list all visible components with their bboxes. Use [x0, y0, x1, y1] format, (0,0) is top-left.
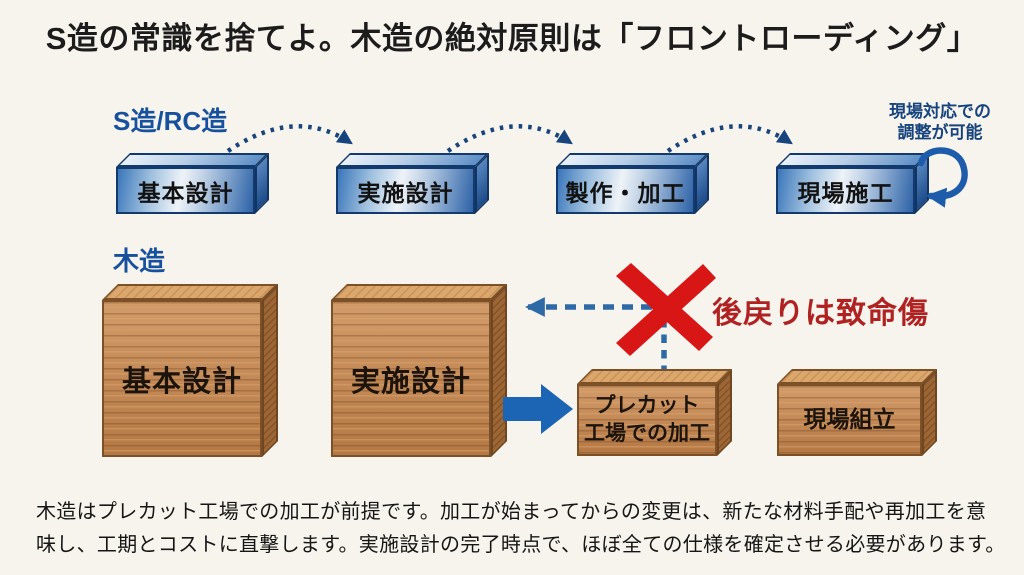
footer-explanation: 木造はプレカット工場での加工が前提です。加工が始まってからの変更は、新たな材料手…	[36, 496, 1006, 562]
flow-arc-1	[226, 124, 353, 153]
wood-box-label: 現場組立	[803, 406, 896, 433]
wood-section-label: 木造	[113, 246, 166, 276]
box-top-face	[336, 153, 489, 167]
box-side-face	[262, 284, 278, 457]
box-top-face	[331, 284, 507, 300]
box-side-face	[717, 369, 732, 456]
steel-box-label: 実施設計	[357, 179, 454, 206]
box-top-face	[577, 369, 732, 384]
wood-box-label: 基本設計	[121, 365, 242, 398]
steel-box-label: 基本設計	[137, 179, 234, 206]
backtrack-warning-text: 後戻りは致命傷	[712, 297, 929, 330]
footer-line-2: 味し、工期とコストに直撃します。実施設計の完了時点で、ほぼ全ての仕様を確定させる…	[36, 534, 1006, 556]
flow-arc-2	[446, 124, 573, 153]
steel-box-label: 現場施工	[797, 179, 894, 206]
box-side-face	[491, 284, 507, 457]
wood-box-label: プレカット 工場での加工	[584, 393, 710, 445]
forward-arrow-icon	[503, 384, 573, 434]
flow-arc-3	[666, 124, 793, 153]
box-top-face	[102, 284, 278, 300]
box-top-face	[556, 153, 709, 167]
page-title: S造の常識を捨てよ。木造の絶対原則は「フロントローディング」	[45, 21, 979, 56]
wood-box-label: 実施設計	[350, 365, 471, 398]
steel-section-label: S造/RC造	[113, 106, 228, 136]
backtrack-dashed-arrow	[525, 297, 667, 369]
box-top-face	[776, 153, 929, 167]
box-top-face	[116, 153, 269, 167]
x-mark-icon	[616, 263, 716, 356]
box-top-face	[777, 369, 937, 384]
steel-box-label: 製作・加工	[565, 179, 686, 206]
footer-line-1: 木造はプレカット工場での加工が前提です。加工が始まってからの変更は、新たな材料手…	[36, 501, 987, 523]
box-side-face	[922, 369, 937, 456]
site-adjustment-note: 現場対応での 調整が可能	[889, 102, 991, 142]
